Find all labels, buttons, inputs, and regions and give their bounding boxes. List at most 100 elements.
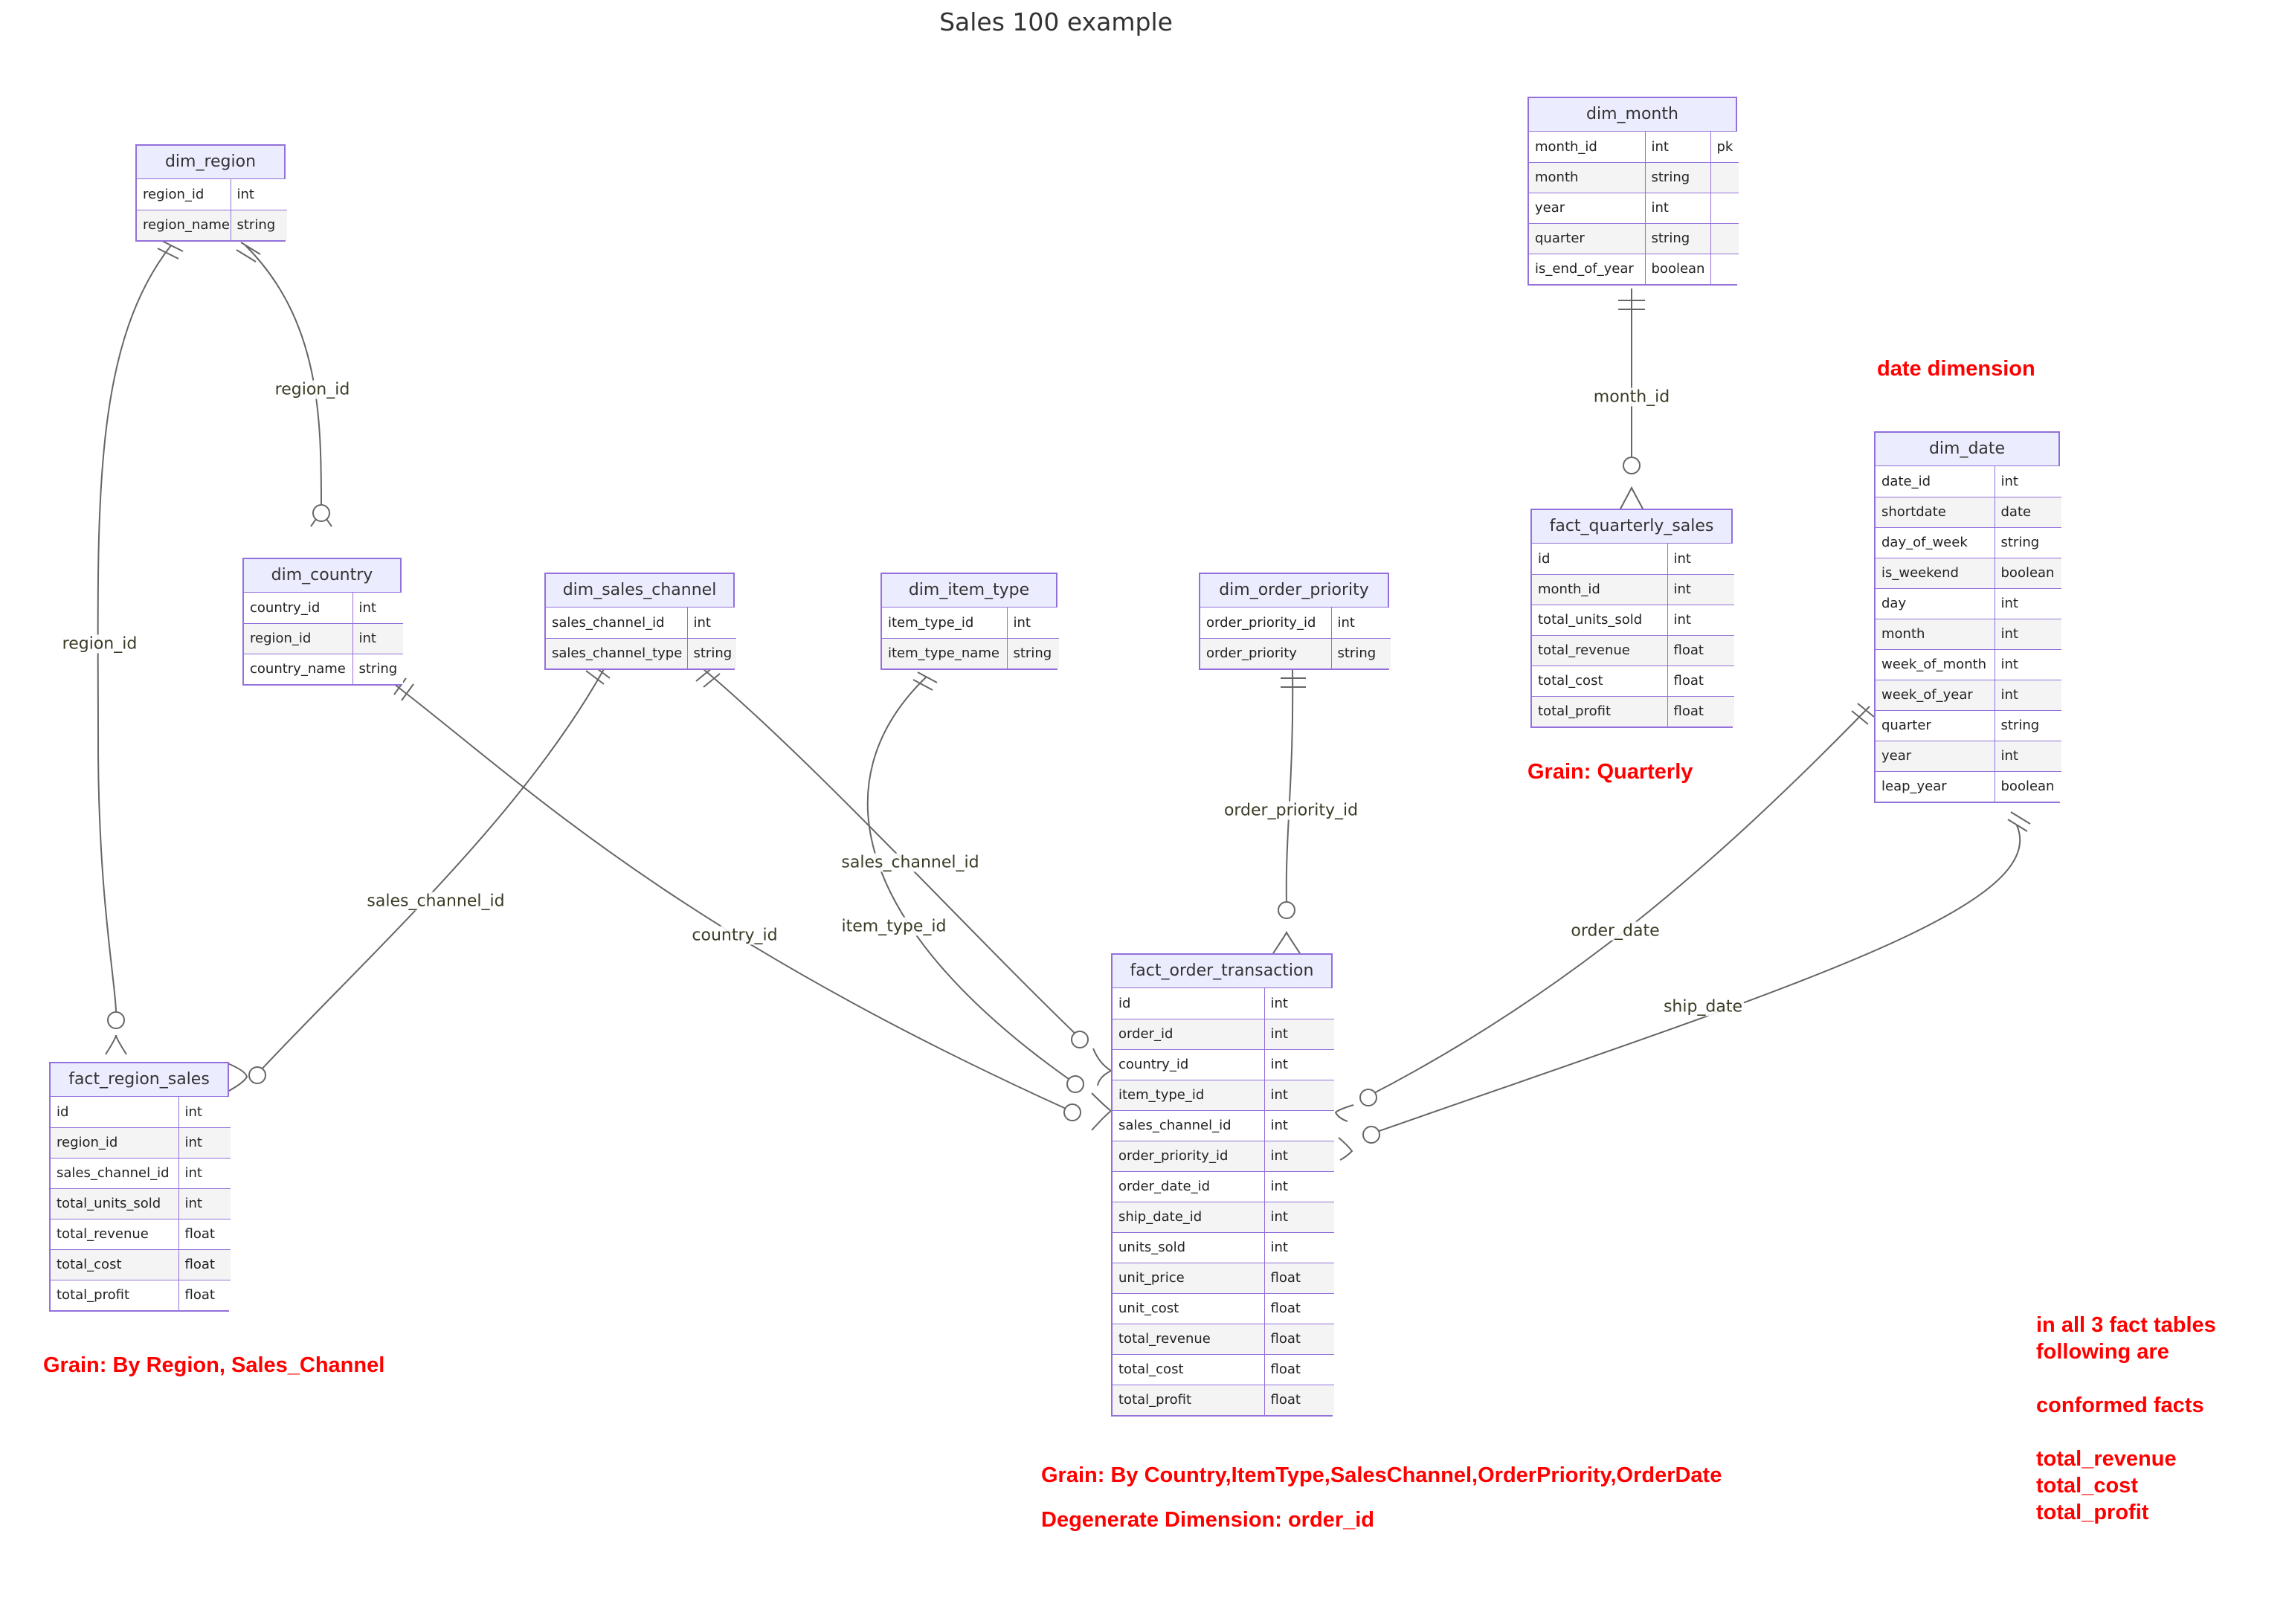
entity-name: fact_region_sales: [51, 1063, 228, 1097]
attribute-name: country_id: [1113, 1048, 1265, 1080]
attribute-name: week_of_month: [1876, 648, 1995, 680]
attribute-name: item_type_id: [882, 608, 1008, 638]
attribute-name: month: [1529, 161, 1646, 193]
attribute-name: item_type_name: [882, 637, 1008, 668]
one-marker-dim-region-a: [236, 242, 261, 262]
attribute-type: float: [178, 1218, 231, 1249]
attribute-name: leap_year: [1876, 770, 1995, 802]
attribute-name: total_cost: [51, 1248, 179, 1280]
attribute-type: int: [1007, 608, 1059, 638]
attribute-name: total_cost: [1113, 1353, 1265, 1385]
attribute-name: order_date_id: [1113, 1170, 1265, 1202]
attribute-type: int: [178, 1097, 231, 1127]
attribute-name: total_units_sold: [51, 1188, 179, 1219]
attribute-type: int: [1264, 1079, 1334, 1110]
attribute-type: int: [1264, 1109, 1334, 1141]
edge-country-fot: [393, 683, 1072, 1112]
edge-date-fot-shipdate: [1372, 825, 2021, 1134]
attribute-type: string: [687, 637, 736, 668]
note-line: in all 3 fact tables: [2036, 1313, 2216, 1337]
attribute-type: int: [1264, 1231, 1334, 1263]
attribute-name: order_id: [1113, 1018, 1265, 1049]
attribute-type: int: [1264, 1170, 1334, 1202]
note-conformed-facts: in all 3 fact tables following are confo…: [2036, 1312, 2216, 1526]
attribute-type: float: [1667, 695, 1734, 726]
attribute-type: int: [178, 1188, 231, 1219]
zero-marker-fact-region-sales-2: [248, 1066, 266, 1084]
crow-foot-fact-region-sales-2: [227, 1063, 248, 1092]
attribute-type: int: [687, 608, 736, 638]
crow-foot-fot-orderpriority: [1272, 930, 1301, 954]
attribute-type: int: [231, 179, 287, 210]
note-line: following are: [2036, 1340, 2169, 1364]
rel-label-date-fot-orderdate: order_date: [1569, 921, 1661, 941]
edge-itemtype-fot: [866, 676, 1075, 1083]
attribute-name: year: [1876, 740, 1995, 771]
zero-marker-fot-orderdate: [1359, 1089, 1377, 1106]
entity-name: dim_sales_channel: [546, 574, 733, 608]
attribute-name: total_profit: [51, 1279, 179, 1310]
attribute-key: [1710, 161, 1739, 193]
note-line: total_profit: [2036, 1501, 2149, 1524]
rel-label-region-regionsales: region_id: [60, 634, 139, 654]
entity-name: dim_country: [244, 559, 400, 593]
entity-name: dim_date: [1876, 433, 2058, 466]
rel-label-saleschannel-fot: sales_channel_id: [840, 853, 981, 872]
attribute-name: region_id: [137, 179, 231, 210]
attribute-name: day: [1876, 587, 1995, 619]
crow-foot-fact-region-sales: [105, 1034, 127, 1055]
zero-marker-dim-country: [312, 504, 330, 522]
attribute-name: order_priority_id: [1200, 608, 1332, 638]
attribute-name: total_cost: [1532, 665, 1668, 696]
crow-foot-fact-quarterly-sales: [1619, 486, 1644, 511]
attribute-name: is_end_of_year: [1529, 253, 1646, 284]
attribute-name: quarter: [1876, 709, 1995, 741]
attribute-name: sales_channel_type: [546, 637, 688, 668]
rel-label-saleschannel-regionsales: sales_channel_id: [365, 892, 506, 911]
attribute-type: int: [1264, 1140, 1334, 1171]
attribute-name: shortdate: [1876, 496, 1995, 527]
rel-label-orderpriority-fot: order_priority_id: [1222, 801, 1360, 820]
attribute-name: total_profit: [1532, 695, 1668, 726]
attribute-name: region_id: [244, 622, 353, 654]
attribute-type: int: [1331, 608, 1391, 638]
attribute-type: boolean: [1645, 253, 1711, 284]
attribute-type: int: [352, 622, 403, 654]
entity-name: dim_item_type: [882, 574, 1056, 608]
attribute-key: [1710, 253, 1739, 284]
attribute-type: int: [1264, 988, 1334, 1019]
entity-name: dim_order_priority: [1200, 574, 1388, 608]
